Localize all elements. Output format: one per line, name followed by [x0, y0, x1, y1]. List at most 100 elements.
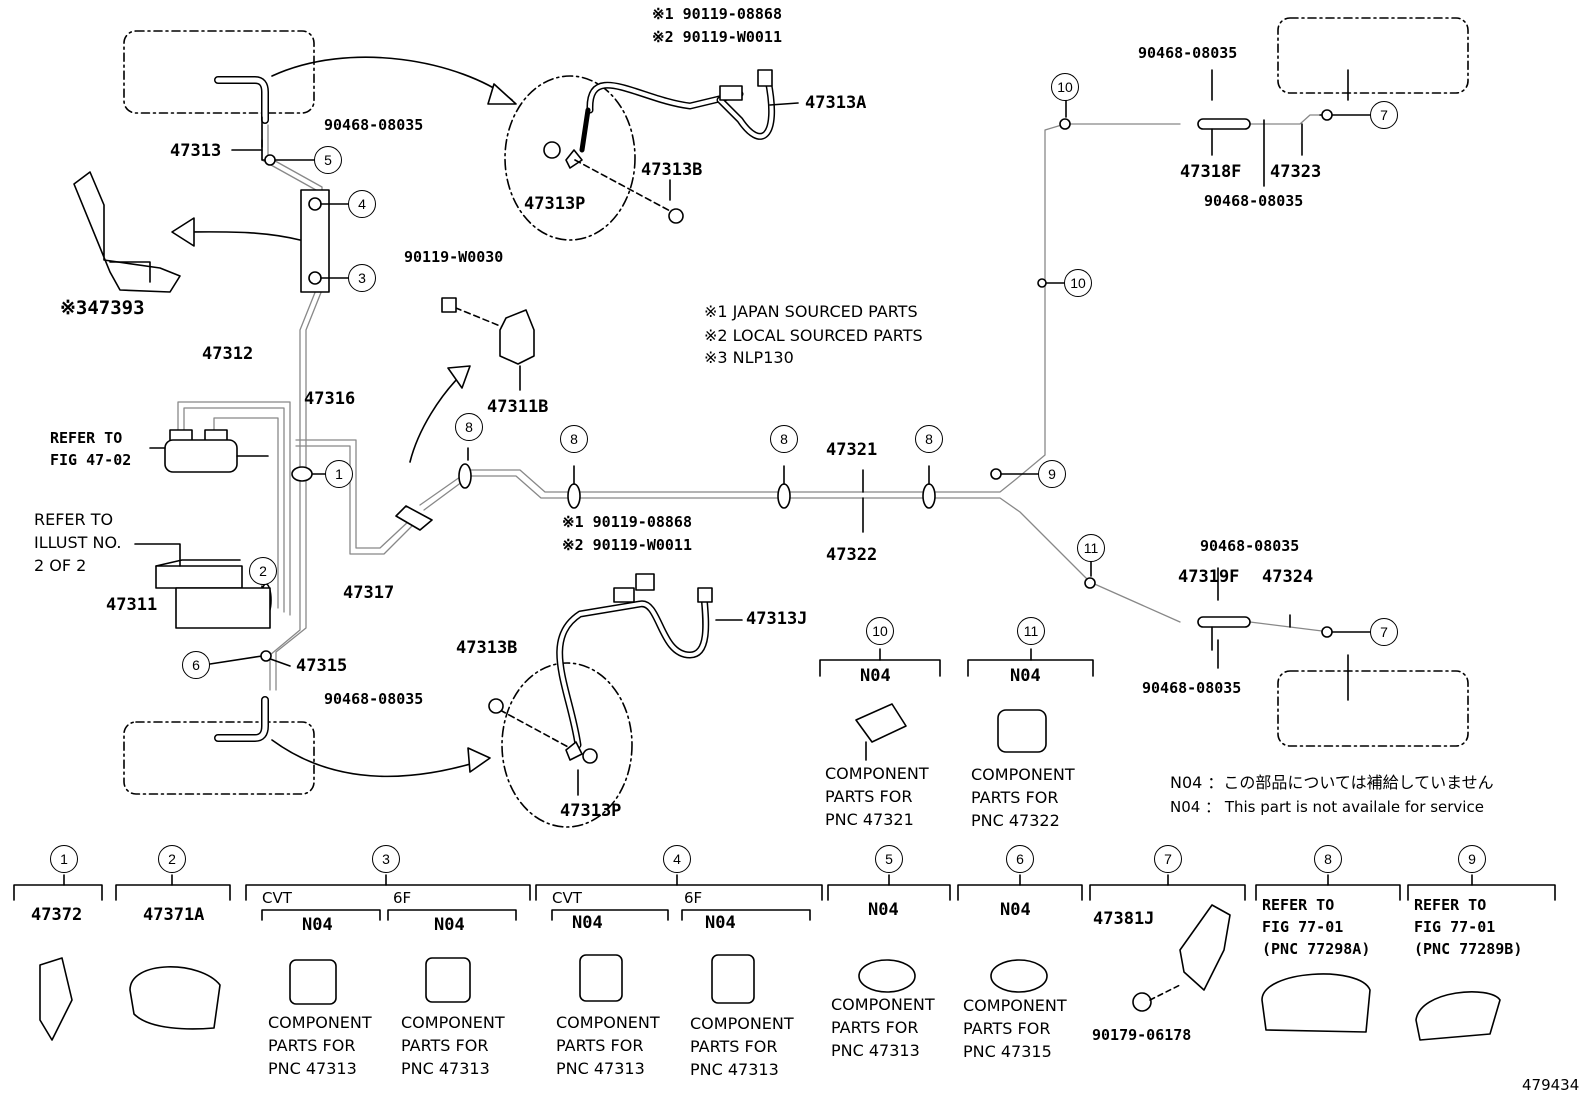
callout-10-a: 10: [1051, 73, 1079, 101]
legend-note-2: ※2 LOCAL SOURCED PARTS: [704, 326, 923, 345]
bottom-group-1-part: 47372: [31, 905, 83, 925]
bottom-group-8-line1: REFER TO: [1262, 896, 1335, 914]
bottom-caliper-detail-circle: [501, 662, 633, 828]
bottom-group-5-callout: 5: [875, 845, 903, 873]
mid-sourced-note-2: ※2 90119-W0011: [562, 536, 692, 554]
callout-4: 4: [348, 190, 376, 218]
bottom-group-2-part: 47371A: [143, 905, 205, 925]
part-47393-label: ※347393: [60, 297, 145, 319]
n04-note-jp: N04 ：この部品については補給していません: [1170, 773, 1494, 792]
bottom-group-4-cap1-left: COMPONENT: [556, 1013, 660, 1032]
bottom-group-6-cap1: COMPONENT: [963, 996, 1067, 1015]
bottom-group-3-cap1-left: COMPONENT: [268, 1013, 372, 1032]
bottom-group-5-cap3: PNC 47313: [831, 1041, 920, 1060]
callout-7-top: 7: [1370, 101, 1398, 129]
bottom-group-3-callout: 3: [372, 845, 400, 873]
part-47313P-top-label: 47313P: [524, 194, 586, 214]
group-10-cap-2: PARTS FOR: [825, 787, 913, 806]
part-90119-w0030-label: 90119-W0030: [404, 248, 504, 266]
bottom-group-3-cap2-left: PARTS FOR: [268, 1036, 356, 1055]
callout-7-bottom: 7: [1370, 618, 1398, 646]
group-10-callout: 10: [866, 617, 894, 645]
part-90468-label-e: 90468-08035: [1200, 537, 1300, 555]
bottom-group-3-cap2-right: PARTS FOR: [401, 1036, 489, 1055]
callout-1: 1: [325, 460, 353, 488]
bottom-group-3-cap1-right: COMPONENT: [401, 1013, 505, 1032]
bottom-group-4-cap1-right: COMPONENT: [690, 1014, 794, 1033]
part-47321-label: 47321: [826, 440, 878, 460]
bottom-group-6-cap2: PARTS FOR: [963, 1019, 1051, 1038]
bottom-group-2-callout: 2: [158, 845, 186, 873]
part-47324-label: 47324: [1262, 567, 1314, 587]
bottom-group-1-callout: 1: [50, 845, 78, 873]
top-left-assembly-box: [123, 30, 315, 114]
group-10-cap-1: COMPONENT: [825, 764, 929, 783]
arrow-top-left-head: [487, 83, 517, 105]
part-47313P-bottom-label: 47313P: [560, 801, 622, 821]
callout-5: 5: [314, 146, 342, 174]
callout-8-c: 8: [770, 425, 798, 453]
part-47311-label: 47311: [106, 595, 158, 615]
part-47312-label: 47312: [202, 344, 254, 364]
bottom-group-7-callout: 7: [1154, 845, 1182, 873]
bottom-group-9-line2: FIG 77-01: [1414, 918, 1496, 936]
legend-note-1: ※1 JAPAN SOURCED PARTS: [704, 302, 918, 321]
bottom-group-8-callout: 8: [1314, 845, 1342, 873]
refer-illust-line2: ILLUST NO.: [34, 533, 122, 552]
mid-sourced-note-1: ※1 90119-08868: [562, 513, 692, 531]
group-11-callout: 11: [1017, 617, 1045, 645]
part-47322-label: 47322: [826, 545, 878, 565]
refer-fig-line2: FIG 47-02: [50, 451, 132, 469]
callout-10-b: 10: [1064, 269, 1092, 297]
part-47311B-label: 47311B: [487, 397, 549, 417]
bottom-left-assembly-box: [123, 721, 315, 795]
top-caliper-detail-circle: [504, 75, 636, 241]
part-47317-label: 47317: [343, 583, 395, 603]
bottom-group-3-code-left: N04: [302, 915, 333, 935]
bottom-group-6-code: N04: [1000, 900, 1031, 920]
bottom-group-9-callout: 9: [1458, 845, 1486, 873]
part-47313J-label: 47313J: [746, 609, 808, 629]
bottom-group-3-cap3-left: PNC 47313: [268, 1059, 357, 1078]
part-47313-label: 47313: [170, 141, 222, 161]
bottom-group-4-callout: 4: [663, 845, 691, 873]
top-right-assembly-box: [1277, 17, 1469, 94]
part-47323-label: 47323: [1270, 162, 1322, 182]
arrow-top-left: [271, 56, 513, 101]
bottom-group-4-cap2-right: PARTS FOR: [690, 1037, 778, 1056]
bottom-group-7-part-a: 47381J: [1093, 909, 1155, 929]
callout-9: 9: [1038, 460, 1066, 488]
bottom-group-3-code-right: N04: [434, 915, 465, 935]
bottom-group-5-cap2: PARTS FOR: [831, 1018, 919, 1037]
arrow-bottom-left: [271, 739, 485, 778]
refer-illust-line3: 2 OF 2: [34, 556, 87, 575]
bottom-group-4-left-tag: CVT: [552, 889, 582, 907]
bottom-group-5-code: N04: [868, 900, 899, 920]
bottom-group-9-line3: (PNC 77289B): [1414, 940, 1523, 958]
bottom-group-4-code-left: N04: [572, 913, 603, 933]
callout-8-b: 8: [560, 425, 588, 453]
bottom-group-6-callout: 6: [1006, 845, 1034, 873]
part-90468-label-b: 90468-08035: [324, 690, 424, 708]
group-11-cap-2: PARTS FOR: [971, 788, 1059, 807]
bottom-group-3-left-tag: CVT: [262, 889, 292, 907]
part-47319F-label: 47319F: [1178, 567, 1240, 587]
part-47313B-bottom-label: 47313B: [456, 638, 518, 658]
bottom-group-4-cap3-left: PNC 47313: [556, 1059, 645, 1078]
arrow-to-clamp-head: [447, 365, 471, 389]
callout-6: 6: [182, 651, 210, 679]
bottom-group-5-cap1: COMPONENT: [831, 995, 935, 1014]
part-47318F-label: 47318F: [1180, 162, 1242, 182]
bottom-group-3-right-tag: 6F: [393, 889, 412, 907]
group-11-cap-3: PNC 47322: [971, 811, 1060, 830]
part-47315-label: 47315: [296, 656, 348, 676]
group-10-cap-3: PNC 47321: [825, 810, 914, 829]
bottom-group-7-part-b: 90179-06178: [1092, 1026, 1192, 1044]
bottom-group-4-cap2-left: PARTS FOR: [556, 1036, 644, 1055]
callout-2: 2: [249, 557, 277, 585]
refer-illust-line1: REFER TO: [34, 510, 114, 529]
bottom-group-8-line2: FIG 77-01: [1262, 918, 1344, 936]
group-11-code: N04: [1010, 666, 1041, 686]
callout-11: 11: [1077, 534, 1105, 562]
